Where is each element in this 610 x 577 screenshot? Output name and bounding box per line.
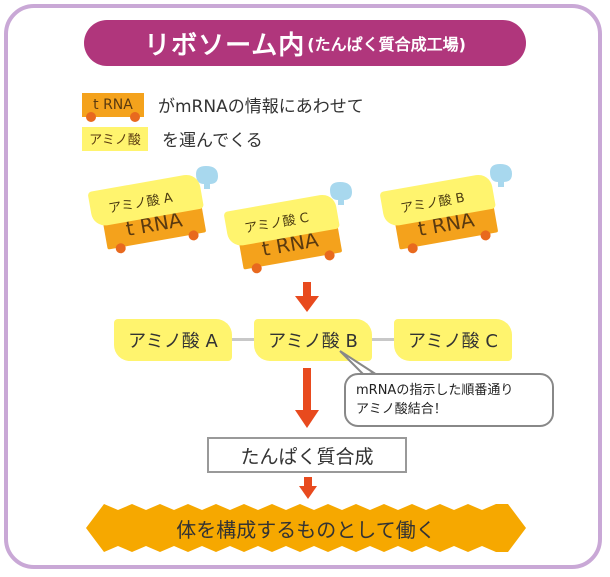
peptide-bond-line xyxy=(232,338,254,341)
peptide-bond-line xyxy=(372,338,394,341)
mrna-drop-icon xyxy=(490,164,512,187)
legend-amino-label: アミノ酸 xyxy=(89,133,141,148)
speech-bubble: mRNAの指示した順番通り アミノ酸結合！ xyxy=(344,373,554,427)
title-banner: リボソーム内 (たんぱく質合成工場) xyxy=(84,20,526,66)
trna-foot-dot xyxy=(130,111,140,122)
protein-synthesis-box: たんぱく質合成 xyxy=(207,437,407,473)
title-subtitle: (たんぱく質合成工場) xyxy=(307,35,466,54)
title-main: リボソーム内 xyxy=(144,30,306,61)
down-arrow-icon xyxy=(295,282,319,312)
legend-trna-box: t RNA xyxy=(82,92,144,122)
legend-trna-row: t RNA がmRNAの情報にあわせて xyxy=(82,92,364,122)
legend-trna-text: がmRNAの情報にあわせて xyxy=(158,97,364,117)
bubble-line-1: mRNAの指示した順番通り xyxy=(356,383,514,398)
trna-foot-dot xyxy=(86,111,96,122)
mrna-drop-icon xyxy=(196,166,218,189)
down-arrow-icon xyxy=(299,477,317,499)
chain-amino-a: アミノ酸 A xyxy=(114,319,232,361)
down-arrow-icon xyxy=(295,368,319,428)
legend-amino-text: を運んでくる xyxy=(162,131,263,151)
bubble-line-2: アミノ酸結合！ xyxy=(356,402,447,417)
legend-amino-box: アミノ酸 xyxy=(82,126,148,151)
result-badge xyxy=(86,504,526,552)
legend-amino-row: アミノ酸 を運んでくる xyxy=(82,126,263,151)
chain-amino-c: アミノ酸 C xyxy=(394,319,512,361)
result-label: 体を構成するものとして働く xyxy=(176,517,436,542)
mrna-drop-icon xyxy=(330,182,352,205)
legend-trna-label: t RNA xyxy=(93,96,133,113)
chain-amino-b: アミノ酸 B xyxy=(254,319,372,361)
